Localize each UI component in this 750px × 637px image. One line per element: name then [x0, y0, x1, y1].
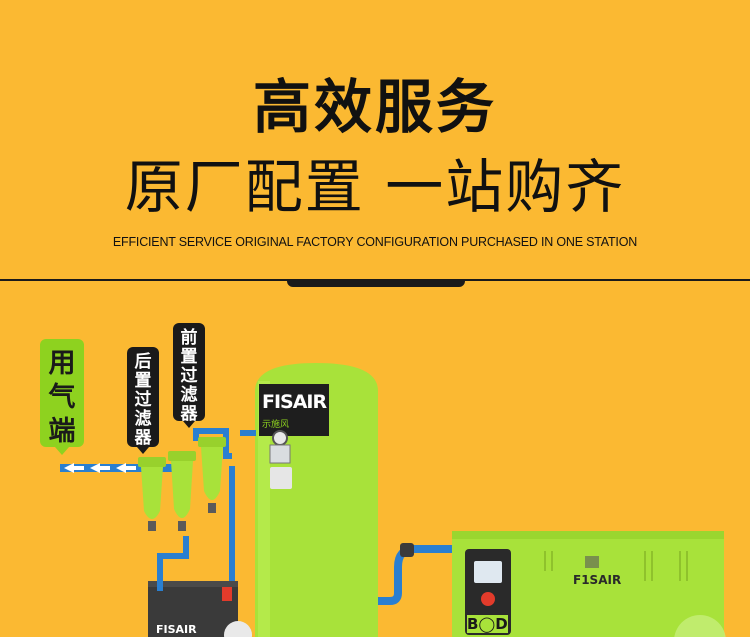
equipment-scene: FISAIR 示施风 F1SAIR B◯D FISAIR 用 气 端 后 置 过…	[0, 281, 750, 637]
air-tank	[240, 363, 378, 637]
post-filter-char: 置	[134, 371, 152, 391]
pre-filter-bowl	[201, 447, 223, 500]
air-compressor	[452, 531, 726, 637]
pre-filter-label: 前 置 过 滤 器	[173, 323, 205, 424]
post-filter-char: 后	[134, 352, 152, 372]
post-filter-char: 器	[134, 428, 152, 448]
tank-sticker	[270, 467, 292, 489]
post-filter-char: 过	[134, 390, 152, 410]
tank-logo-plate	[259, 384, 329, 436]
compressor-badge: B◯D	[467, 615, 508, 633]
post-filter-pointer	[137, 447, 149, 454]
page-header: 高效服务 原厂配置 一站购齐 EFFICIENT SERVICE ORIGINA…	[0, 0, 750, 280]
stop-button	[481, 592, 495, 606]
post-filter-bowl	[141, 467, 163, 519]
pre-filter-char: 置	[180, 347, 198, 367]
use-end-char: 端	[48, 416, 76, 447]
pre-filter-char: 滤	[180, 385, 198, 405]
pipe-fitting	[400, 543, 414, 557]
middle-filter-bowl	[171, 461, 193, 518]
divider-tab	[287, 279, 465, 287]
pre-filter-char: 前	[180, 328, 198, 348]
pipe-tank-compressor	[375, 545, 452, 605]
dryer-fan	[224, 621, 252, 637]
tank-logo: FISAIR	[262, 391, 327, 413]
middle-filter	[168, 451, 196, 531]
tank-nameplate	[269, 444, 291, 464]
pre-filter-char: 器	[180, 404, 198, 424]
post-filter-label: 后 置 过 滤 器	[127, 347, 159, 448]
pressure-gauge	[272, 430, 288, 446]
display-screen	[474, 561, 502, 583]
use-end-label: 用 气 端	[40, 339, 84, 447]
headline: 高效服务	[252, 73, 497, 141]
post-filter	[138, 457, 166, 531]
compressor-body	[452, 531, 724, 637]
refrigerated-dryer	[148, 581, 252, 637]
use-end-pointer	[55, 447, 69, 455]
pre-filter-pointer	[183, 421, 195, 428]
use-end-char: 用	[48, 348, 76, 379]
tank-logo-subtext: 示施风	[262, 420, 290, 430]
post-filter-char: 滤	[134, 409, 152, 429]
equipment-illustration	[55, 363, 726, 637]
dryer-switch	[222, 587, 232, 601]
english-subtitle: EFFICIENT SERVICE ORIGINAL FACTORY CONFI…	[112, 235, 638, 249]
compressor-logo: F1SAIR	[573, 573, 622, 587]
subheadline: 原厂配置 一站购齐	[124, 153, 626, 221]
dryer-logo: FISAIR	[156, 623, 197, 636]
use-end-char: 气	[48, 382, 76, 413]
dryer-body	[148, 581, 238, 637]
pre-filter-char: 过	[180, 366, 198, 386]
pre-filter	[198, 437, 226, 513]
